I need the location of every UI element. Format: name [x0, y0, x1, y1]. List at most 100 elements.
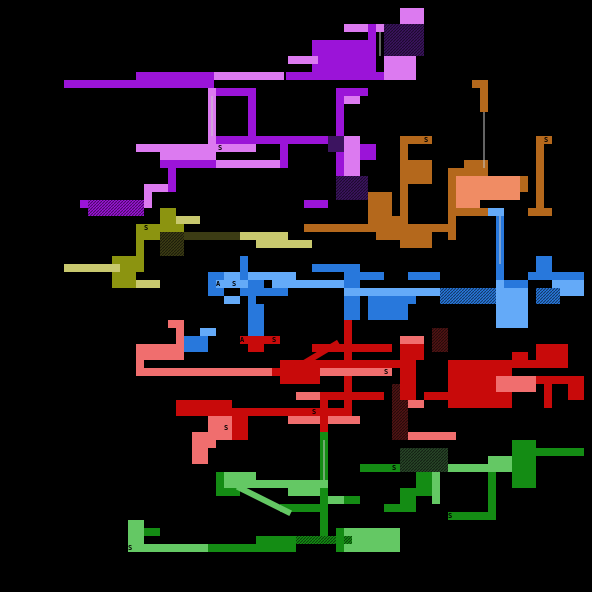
room[interactable]	[384, 24, 424, 56]
room[interactable]	[528, 208, 552, 216]
room[interactable]	[176, 216, 200, 224]
room[interactable]	[160, 160, 216, 168]
save-station-marker[interactable]: S	[512, 392, 516, 400]
room[interactable]	[256, 536, 296, 552]
room[interactable]	[112, 272, 136, 288]
room[interactable]	[88, 200, 144, 216]
save-station-marker[interactable]: S	[424, 24, 428, 32]
room[interactable]	[288, 280, 344, 288]
room[interactable]	[328, 496, 352, 504]
room[interactable]	[136, 344, 144, 376]
room[interactable]	[184, 336, 208, 352]
room[interactable]	[248, 408, 296, 416]
room[interactable]	[432, 328, 448, 352]
room[interactable]	[520, 176, 528, 192]
save-station-marker[interactable]: S	[424, 136, 428, 144]
room[interactable]	[136, 344, 184, 360]
room[interactable]	[344, 96, 360, 104]
boss-marker[interactable]: A	[240, 336, 245, 344]
room[interactable]	[456, 176, 480, 208]
room[interactable]	[384, 56, 416, 80]
room[interactable]	[144, 184, 152, 208]
save-station-marker[interactable]: S	[144, 224, 148, 232]
room[interactable]	[400, 344, 424, 360]
room[interactable]	[440, 288, 496, 304]
room[interactable]	[240, 256, 248, 280]
room[interactable]	[344, 528, 400, 552]
room[interactable]	[424, 392, 448, 400]
room[interactable]	[160, 232, 184, 256]
room[interactable]	[208, 544, 256, 552]
room[interactable]	[536, 256, 552, 272]
room[interactable]	[488, 456, 512, 472]
room[interactable]	[488, 472, 496, 520]
room[interactable]	[544, 384, 552, 408]
save-station-marker[interactable]: S	[448, 512, 452, 520]
room[interactable]	[344, 24, 384, 32]
boss-marker[interactable]: A	[216, 280, 221, 288]
room[interactable]	[344, 136, 360, 176]
room[interactable]	[512, 352, 528, 360]
room[interactable]	[248, 336, 264, 352]
room[interactable]	[248, 296, 256, 336]
room[interactable]	[512, 360, 568, 368]
room[interactable]	[136, 72, 186, 88]
save-station-marker[interactable]: S	[384, 368, 388, 376]
room[interactable]	[528, 272, 584, 280]
room[interactable]	[288, 56, 318, 64]
room[interactable]	[144, 528, 160, 536]
room[interactable]	[456, 208, 496, 216]
room[interactable]	[216, 280, 256, 288]
room[interactable]	[360, 464, 400, 472]
room[interactable]	[312, 344, 392, 352]
room[interactable]	[312, 264, 344, 272]
room[interactable]	[184, 232, 240, 240]
room[interactable]	[280, 136, 288, 168]
room[interactable]	[392, 224, 456, 232]
room[interactable]	[344, 288, 448, 296]
save-station-marker[interactable]: S	[312, 408, 316, 416]
room[interactable]	[248, 88, 256, 144]
room[interactable]	[400, 8, 424, 24]
save-station-marker[interactable]: S	[224, 424, 228, 432]
room[interactable]	[224, 296, 240, 304]
room[interactable]	[200, 328, 216, 336]
room[interactable]	[568, 376, 584, 400]
room[interactable]	[240, 232, 288, 240]
room[interactable]	[384, 504, 416, 512]
room[interactable]	[408, 432, 456, 440]
room[interactable]	[216, 160, 288, 168]
room[interactable]	[336, 88, 368, 96]
room[interactable]	[320, 400, 328, 440]
room[interactable]	[312, 360, 408, 368]
room[interactable]	[288, 136, 336, 144]
room[interactable]	[214, 72, 284, 80]
room[interactable]	[304, 224, 376, 232]
room[interactable]	[512, 440, 536, 488]
room[interactable]	[136, 232, 144, 256]
room[interactable]	[128, 520, 144, 544]
save-station-marker[interactable]: S	[544, 136, 548, 144]
room[interactable]	[256, 240, 312, 248]
room[interactable]	[136, 368, 272, 376]
room[interactable]	[320, 368, 392, 376]
room[interactable]	[400, 448, 448, 472]
room[interactable]	[536, 136, 544, 216]
room[interactable]	[288, 480, 320, 496]
room[interactable]	[336, 176, 368, 200]
room[interactable]	[184, 72, 214, 80]
room[interactable]	[408, 400, 424, 408]
room[interactable]	[448, 168, 456, 240]
room[interactable]	[488, 208, 504, 216]
room[interactable]	[160, 144, 216, 160]
room[interactable]	[368, 24, 376, 80]
room[interactable]	[344, 496, 360, 504]
room[interactable]	[360, 144, 376, 160]
room[interactable]	[432, 472, 440, 504]
room[interactable]	[464, 160, 488, 176]
save-station-marker[interactable]: S	[392, 464, 396, 472]
room[interactable]	[176, 320, 184, 352]
room[interactable]	[328, 136, 344, 152]
room[interactable]	[312, 40, 368, 80]
room[interactable]	[128, 544, 208, 552]
